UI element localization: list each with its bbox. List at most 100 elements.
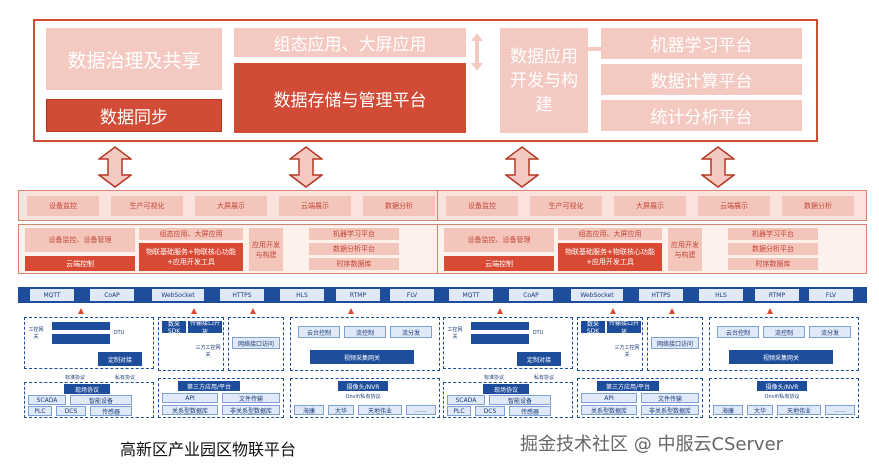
up-down-arrow-icon (98, 146, 132, 188)
protocol-chip: MQTT (30, 289, 74, 301)
more-box: …… (406, 405, 436, 415)
ml-box: 机器学习平台 (601, 28, 802, 59)
protocol-chip: CoAP (90, 289, 134, 301)
dev-box: 数据应用开发与构建 (500, 28, 588, 133)
file-transfer-box: 文件传输 (641, 393, 699, 403)
plc-box: PLC (447, 406, 471, 416)
protocol-bar: MQTT CoAP WebSocket HTTPS HLS RTMP FLV (18, 287, 448, 303)
device-strip (471, 334, 529, 344)
video-group (709, 317, 859, 371)
ml-label: 机器学习平台 (650, 36, 753, 56)
up-down-arrow-icon (701, 146, 735, 188)
app-layer-row: 设备监控 生产可视化 大屏展示 云端展示 数据分析 (437, 190, 867, 221)
device-group-1 (443, 317, 573, 369)
ml-small: 机器学习平台 (309, 228, 399, 240)
platform-diagram-left: 设备监控 生产可视化 大屏展示 云端展示 数据分析 设备监控、设备管理 云端控制… (18, 190, 448, 430)
scada-box: SCADA (447, 395, 485, 405)
dcs-box: DCS (475, 406, 505, 416)
app-cell: 云端展示 (279, 196, 351, 216)
third-gateway-label: 三方工控网关 (613, 342, 641, 360)
smart-dev-box: 智能设备 (70, 395, 132, 405)
more-box: …… (825, 405, 855, 415)
stream-ctrl-box: 流控制 (763, 326, 805, 338)
sdk-box: 数采SDK (162, 321, 186, 335)
app-cell: 设备监控 (27, 196, 99, 216)
governance-box: 数据治理及共享 (46, 28, 222, 90)
iot-service-box: 物联基础服务+物联核心功能+应用开发工具 (139, 243, 243, 271)
device-group-4 (228, 317, 284, 371)
cloud-ctrl-box: 云端控制 (25, 256, 135, 271)
storage-label: 数据存储与管理平台 (273, 90, 427, 111)
top-architecture-frame (33, 19, 818, 142)
sync-label: 数据同步 (100, 108, 168, 128)
nonrel-db-box: 非关系型数据库 (222, 405, 280, 415)
ptz-box: 云台控制 (298, 326, 340, 338)
device-group-2 (443, 382, 573, 418)
rel-db-box: 关系型数据库 (581, 405, 637, 415)
camera-group (709, 378, 859, 418)
protocol-chip: HLS (699, 289, 743, 301)
double-arrow-icon (588, 43, 602, 55)
custom-access-box: 定制对接 (517, 352, 561, 366)
double-arrow-icon (471, 33, 483, 71)
monitor-box: 设备监控、设备管理 (25, 228, 135, 252)
device-strip (471, 322, 529, 330)
dev-small: 应用开发与构建 (668, 228, 702, 271)
config-apps-small: 组态应用、大屏应用 (558, 228, 662, 240)
device-group-5 (577, 378, 703, 418)
nonrel-db-box: 非关系型数据库 (641, 405, 699, 415)
third-app-box: 第三方应用/平台 (178, 381, 240, 391)
onvif-label: Onvif/私有协议 (749, 392, 815, 400)
device-strip (52, 322, 110, 330)
priv-proto-label: 私有协议 (108, 373, 142, 381)
config-apps-small: 组态应用、大屏应用 (139, 228, 243, 240)
hik-box: 海康 (294, 405, 324, 415)
app-cell: 生产可视化 (111, 196, 183, 216)
camera-group (290, 378, 440, 418)
protocol-bar: MQTT CoAP WebSocket HTTPS HLS RTMP FLV (437, 287, 867, 303)
app-cell: 云端展示 (698, 196, 770, 216)
app-cell: 大屏展示 (614, 196, 686, 216)
video-gw-box: 视频采集网关 (310, 350, 414, 364)
ml-small: 机器学习平台 (728, 228, 818, 240)
platform-layer-row: 设备监控、设备管理 云端控制 组态应用、大屏应用 物联基础服务+物联核心功能+应… (437, 224, 867, 274)
gateway-label: 工控网关 (28, 325, 44, 341)
compute-box: 数据计算平台 (601, 64, 802, 95)
right-caption: 掘金技术社区 @ 中服云CServer (520, 434, 784, 455)
dahua-box: 大华 (747, 405, 773, 415)
priv-proto-label: 私有协议 (527, 373, 561, 381)
dev-small: 应用开发与构建 (249, 228, 283, 271)
platform-diagram-right: 设备监控 生产可视化 大屏展示 云端展示 数据分析 设备监控、设备管理 云端控制… (437, 190, 867, 430)
analysis-small: 数据分析平台 (309, 243, 399, 255)
governance-label: 数据治理及共享 (67, 49, 201, 72)
app-cell: 大屏展示 (195, 196, 267, 216)
dcs-box: DCS (56, 406, 86, 416)
tiandi-box: 天地伟业 (358, 405, 402, 415)
sync-box: 数据同步 (46, 99, 222, 132)
protocol-chip: MQTT (449, 289, 493, 301)
stats-label: 统计分析平台 (650, 108, 753, 128)
protocol-chip: CoAP (509, 289, 553, 301)
app-layer-row: 设备监控 生产可视化 大屏展示 云端展示 数据分析 (18, 190, 448, 221)
protocol-chip: WebSocket (571, 289, 623, 301)
up-down-arrow-icon (505, 146, 539, 188)
protocol-chip: RTMP (336, 289, 380, 301)
device-group-3 (577, 317, 643, 371)
tiandi-box: 天地伟业 (777, 405, 821, 415)
config-apps-box: 组态应用、大屏应用 (234, 28, 466, 57)
protocol-chip: FLV (809, 289, 853, 301)
protocol-chip: WebSocket (152, 289, 204, 301)
custom-access-box: 定制对接 (98, 352, 142, 366)
sensor-box: 传感器 (509, 406, 551, 416)
transfer-api-box: 传输接口开放 (188, 320, 222, 336)
smart-dev-box: 智能设备 (489, 395, 551, 405)
net-api-box: 网络接口访问 (232, 337, 280, 349)
stream-ctrl-box: 流控制 (344, 326, 386, 338)
file-transfer-box: 文件传输 (222, 393, 280, 403)
app-cell: 设备监控 (446, 196, 518, 216)
app-cell: 数据分析 (782, 196, 854, 216)
dtu-label: DTU (531, 328, 545, 338)
protocol-chip: RTMP (755, 289, 799, 301)
dev-label: 数据应用开发与构建 (510, 46, 578, 115)
scada-box: SCADA (28, 395, 66, 405)
